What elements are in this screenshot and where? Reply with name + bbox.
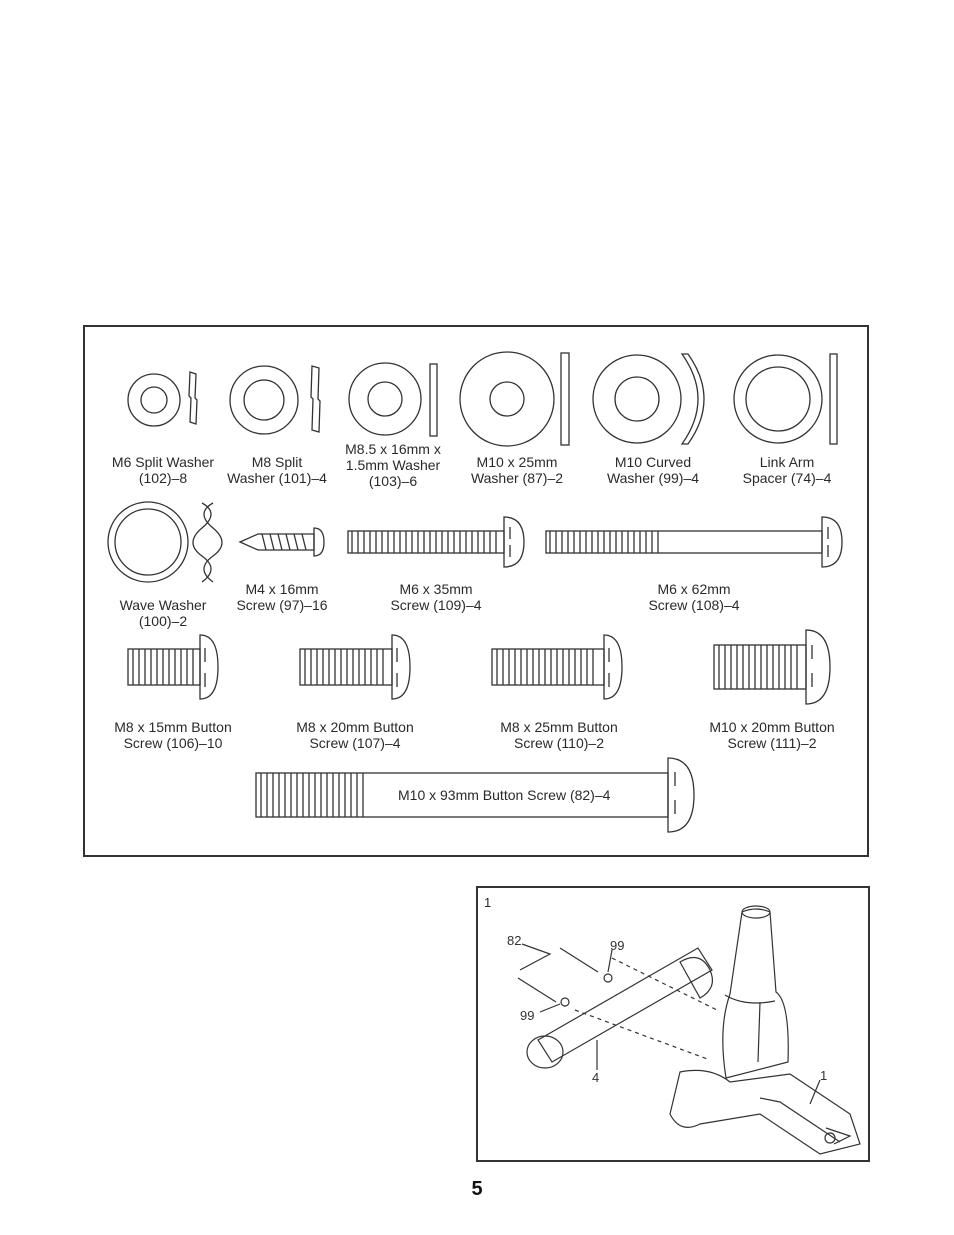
callout-washer-bottom: 99 [520, 1008, 535, 1023]
m10-93-button-drawing [255, 757, 695, 833]
m8-20-button-drawing [299, 634, 411, 700]
part-label-m8-15-button: M8 x 15mm Button Screw (106)–10 [114, 719, 232, 751]
m10-curved-washer-drawing [592, 353, 705, 445]
m6-split-washer-drawing [127, 371, 198, 427]
page-number: 5 [471, 1178, 483, 1200]
part-label-wave-washer: Wave Washer (100)–2 [119, 597, 207, 629]
m85-washer-drawing [348, 362, 438, 437]
part-label-m10-20-button: M10 x 20mm Button Screw (111)–2 [709, 719, 835, 751]
part-label-m85-washer: M8.5 x 16mm x 1.5mm Washer (103)–6 [345, 441, 441, 489]
part-label-link-arm-spacer: Link Arm Spacer (74)–4 [742, 454, 832, 486]
part-label-m8-25-button: M8 x 25mm Button Screw (110)–2 [500, 719, 618, 751]
m8-25-button-drawing [491, 634, 623, 700]
step-1-box [476, 886, 870, 1162]
part-label-m6-35-screw: M6 x 35mm Screw (109)–4 [390, 581, 482, 613]
m4-screw-drawing [238, 527, 325, 557]
m8-15-button-drawing [127, 634, 219, 700]
m6-62-screw-drawing [545, 516, 843, 568]
link-arm-spacer-drawing [733, 353, 838, 445]
part-label-m8-20-button: M8 x 20mm Button Screw (107)–4 [296, 719, 414, 751]
step-1-illustration [517, 905, 861, 1155]
callout-arm: 4 [592, 1070, 600, 1085]
m8-split-washer-drawing [229, 365, 321, 435]
part-label-m6-split-washer: M6 Split Washer (102)–8 [111, 454, 215, 486]
m6-35-screw-drawing [347, 516, 525, 568]
m10-washer-drawing [459, 351, 570, 447]
m10-20-button-drawing [713, 629, 831, 705]
part-label-m8-split-washer: M8 Split Washer (101)–4 [227, 454, 327, 486]
part-label-m10-93-button: M10 x 93mm Button Screw (82)–4 [398, 787, 611, 803]
hardware-identification-chart [83, 325, 869, 857]
callout-washer-top: 99 [610, 938, 625, 953]
part-label-m4-screw: M4 x 16mm Screw (97)–16 [236, 581, 328, 613]
step-number: 1 [484, 895, 492, 910]
callout-frame: 1 [820, 1068, 828, 1083]
wave-washer-drawing [107, 501, 223, 583]
callout-bolt: 82 [507, 933, 522, 948]
part-label-m6-62-screw: M6 x 62mm Screw (108)–4 [648, 581, 740, 613]
part-label-m10-washer: M10 x 25mm Washer (87)–2 [470, 454, 564, 486]
part-label-m10-curved-washer: M10 Curved Washer (99)–4 [606, 454, 700, 486]
